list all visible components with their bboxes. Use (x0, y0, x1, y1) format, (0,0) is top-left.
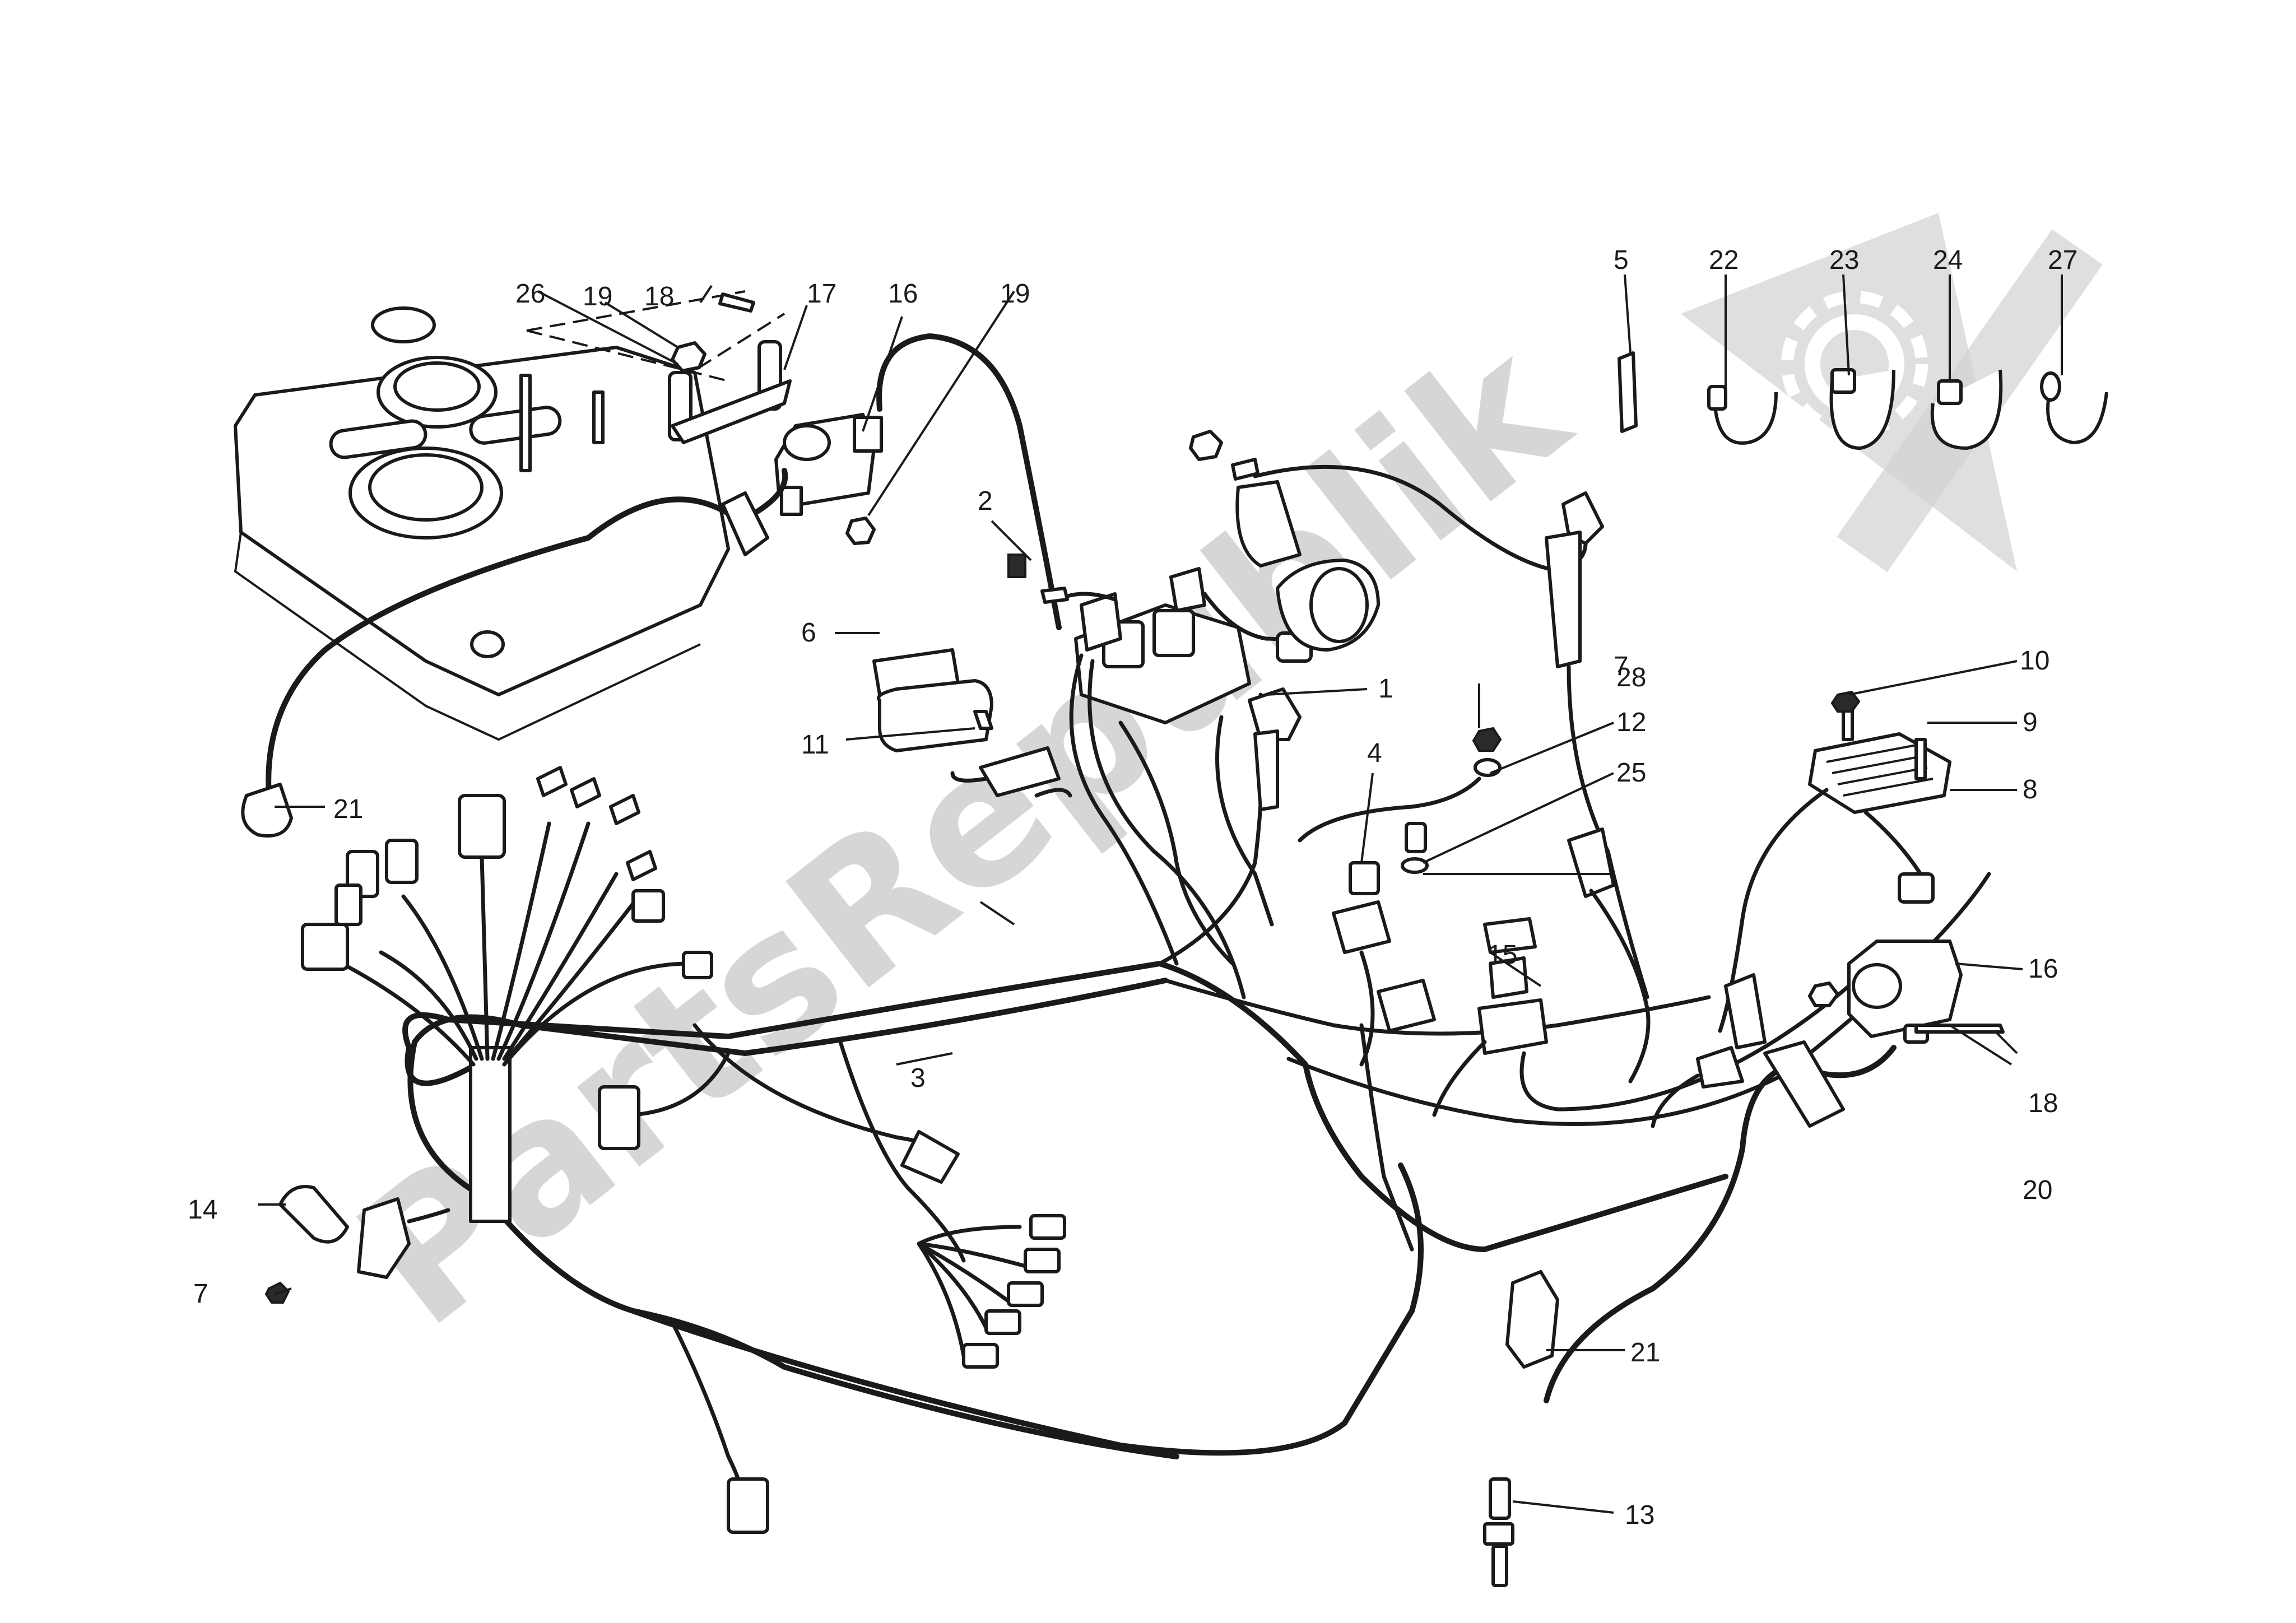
callout-16b: 16 (2028, 954, 2058, 984)
connector-block-1 (1248, 687, 1302, 811)
left-connector-fan (301, 766, 713, 1223)
leader-lines (258, 274, 2063, 1514)
relay-4 (1332, 861, 1436, 1067)
ignition-coil-icon (774, 413, 883, 545)
right-center-connector (1567, 827, 1651, 1083)
callout-21b: 21 (1630, 1338, 1660, 1368)
lower-left-connectors (598, 1023, 1066, 1534)
callout-23: 23 (1829, 245, 1859, 275)
callout-labels: 1 2 3 4 5 6 7 7 8 9 10 11 12 13 14 15 16… (188, 245, 2077, 1530)
main-harness (402, 692, 1991, 1515)
switch-14 (264, 1185, 450, 1304)
relay-wires (1034, 653, 1274, 999)
coil-wire-upper (876, 333, 1062, 630)
ignition-coil-right (1544, 940, 2005, 1403)
callout-19b: 19 (1000, 279, 1030, 309)
callout-2: 2 (978, 486, 993, 516)
callout-18a: 18 (644, 282, 674, 311)
callout-22: 22 (1709, 245, 1739, 275)
callout-10: 10 (2020, 646, 2049, 676)
callout-6: 6 (801, 618, 816, 648)
callout-21a: 21 (333, 794, 363, 824)
callout-27: 27 (2048, 245, 2077, 275)
callout-24: 24 (1933, 245, 1963, 275)
spark-plug-icon (1483, 1270, 1559, 1587)
engine-cover (234, 306, 730, 741)
callout-7a: 7 (1614, 652, 1629, 681)
callout-15: 15 (1488, 940, 1517, 970)
callout-28: 28 (1616, 663, 1646, 692)
ht-lead-left (241, 468, 788, 838)
callout-11: 11 (801, 730, 829, 760)
callout-25: 25 (1616, 758, 1646, 788)
cable-tie-icon (1618, 351, 2108, 450)
fasteners-right-center (1298, 727, 1502, 874)
callout-8: 8 (2023, 775, 2038, 804)
filter-components (1189, 430, 1588, 652)
callout-18b: 18 (2028, 1089, 2058, 1118)
callout-9: 9 (2023, 708, 2038, 737)
callout-3: 3 (910, 1063, 926, 1093)
callout-17: 17 (807, 279, 836, 309)
callout-19a: 19 (583, 282, 612, 311)
callout-20: 20 (2023, 1175, 2052, 1205)
voltage-regulator-icon (1651, 690, 1951, 1128)
callout-13: 13 (1625, 1500, 1654, 1530)
callout-7b: 7 (193, 1279, 208, 1309)
coil-bracket-assembly (519, 290, 792, 472)
callout-1: 1 (1378, 674, 1393, 704)
upper-connector-tube (1545, 491, 1649, 999)
callout-14: 14 (188, 1195, 217, 1225)
callout-12: 12 (1616, 708, 1646, 737)
callout-4: 4 (1367, 738, 1382, 768)
callout-16a: 16 (888, 279, 918, 309)
callout-26: 26 (515, 279, 545, 309)
callout-5: 5 (1614, 245, 1629, 275)
fuse-holder-15 (1432, 917, 1851, 1117)
